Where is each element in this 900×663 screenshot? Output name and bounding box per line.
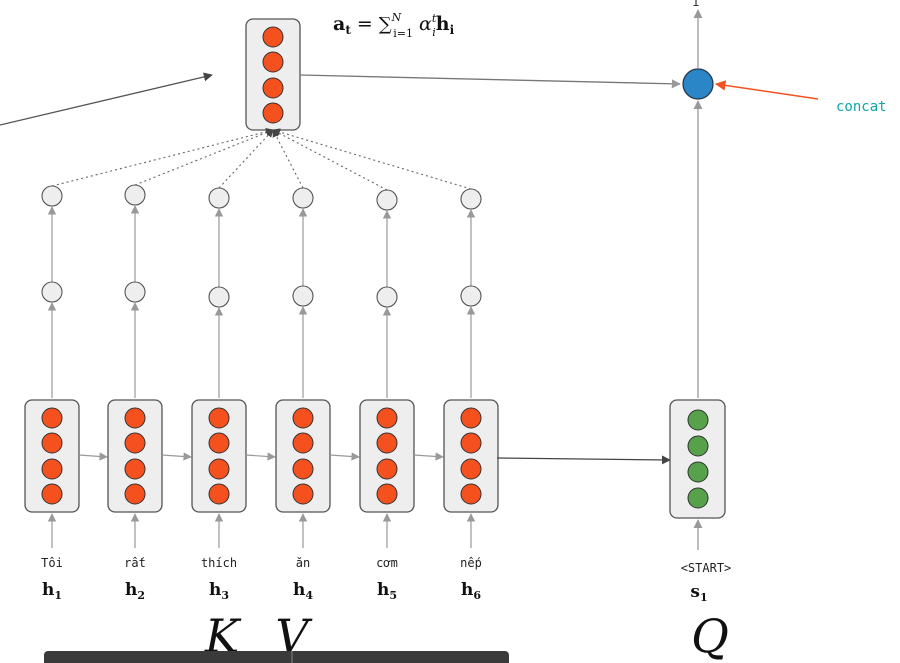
circle-node-icon — [376, 286, 398, 308]
encoder-to-decoder-arrow — [496, 455, 671, 465]
attention-weight-link — [218, 129, 274, 189]
attention-weight-link — [272, 128, 472, 190]
recurrent-arrow — [329, 452, 360, 461]
hidden-state-label: h3 — [209, 580, 229, 602]
encoder-unit — [124, 483, 146, 505]
encoder-column: Tôi h1 — [24, 127, 274, 602]
hidden-state-label: h5 — [377, 580, 397, 602]
vector-cell-icon — [107, 399, 163, 513]
encoder-unit — [208, 407, 230, 429]
encoder-unit — [124, 407, 146, 429]
vector-cell-icon — [669, 399, 726, 519]
decoder-label: s1 — [690, 582, 707, 604]
encoder-unit — [292, 458, 314, 480]
recurrent-arrow — [413, 452, 444, 461]
hidden-state-label: h4 — [293, 580, 313, 602]
hidden-state-label: h6 — [461, 580, 481, 602]
encoder-unit — [208, 432, 230, 454]
encoder-unit — [41, 483, 63, 505]
decoder-word: <START> — [681, 561, 732, 575]
encoder-word: rất — [124, 556, 146, 570]
recurrent-arrow — [78, 452, 108, 461]
encoder-unit — [124, 458, 146, 480]
attention-weight-link — [51, 127, 274, 187]
recurrent-arrow — [161, 452, 192, 461]
circle-node-icon — [124, 281, 146, 303]
circle-node-icon — [41, 185, 63, 207]
context-unit — [262, 102, 284, 124]
attention-weight-link — [272, 129, 304, 189]
caption-bar — [44, 651, 509, 663]
encoder-unit — [292, 407, 314, 429]
encoder-unit — [460, 432, 482, 454]
encoder-word: thích — [201, 556, 237, 570]
decoder-unit — [687, 461, 709, 483]
filled-circle-icon — [682, 68, 714, 100]
encoder-column: rất h2 — [107, 128, 274, 602]
circle-node-icon — [460, 188, 482, 210]
encoder-unit — [376, 483, 398, 505]
encoder-unit — [376, 458, 398, 480]
concat-arrow — [714, 80, 819, 100]
encoder-unit — [208, 483, 230, 505]
circle-node-icon — [208, 286, 230, 308]
vector-cell-icon — [275, 399, 331, 513]
context-vector — [245, 18, 301, 131]
top-mark: 1 — [692, 0, 700, 9]
decoder-unit — [687, 435, 709, 457]
encoder-column: thích h3 — [191, 129, 276, 602]
vector-cell-icon — [443, 399, 499, 513]
encoder-word: nếp — [460, 556, 482, 570]
incoming-arrow — [0, 72, 213, 126]
circle-node-icon — [460, 285, 482, 307]
encoder-word: Tôi — [41, 556, 63, 570]
encoder-unit — [460, 483, 482, 505]
q-label: Q — [691, 609, 729, 663]
encoder-unit — [41, 407, 63, 429]
encoder-unit — [292, 483, 314, 505]
attention-weight-link — [272, 129, 388, 191]
context-to-output-arrow — [299, 74, 681, 89]
vector-cell-icon — [359, 399, 415, 513]
encoder-unit — [292, 432, 314, 454]
decoder-cell — [669, 399, 726, 519]
encoder-unit — [41, 432, 63, 454]
circle-node-icon — [124, 184, 146, 206]
encoder-unit — [460, 407, 482, 429]
hidden-state-label: h1 — [42, 580, 62, 602]
context-unit — [262, 26, 284, 48]
encoder-column: nếp h6 — [272, 128, 499, 602]
encoder-unit — [208, 458, 230, 480]
encoder-column: ăn h4 — [272, 129, 360, 602]
hidden-state-label: h2 — [125, 580, 145, 602]
encoder-unit — [124, 432, 146, 454]
encoder-word: cơm — [376, 556, 398, 570]
circle-node-icon — [41, 281, 63, 303]
circle-node-icon — [208, 187, 230, 209]
recurrent-arrow — [245, 452, 276, 461]
encoder-unit — [376, 407, 398, 429]
circle-node-icon — [292, 285, 314, 307]
encoder-unit — [460, 458, 482, 480]
decoder-unit — [687, 409, 709, 431]
decoder-unit — [687, 487, 709, 509]
context-unit — [262, 77, 284, 99]
encoder-word: ăn — [296, 556, 310, 570]
encoder-column: cơm h5 — [272, 129, 444, 602]
attention-weight-link — [134, 128, 274, 186]
encoder-unit — [41, 458, 63, 480]
encoder-unit — [376, 432, 398, 454]
vector-cell-icon — [24, 399, 80, 513]
circle-node-icon — [292, 187, 314, 209]
circle-node-icon — [376, 189, 398, 211]
vector-cell-icon — [191, 399, 247, 513]
concat-label: concat — [836, 99, 887, 115]
context-unit — [262, 51, 284, 73]
